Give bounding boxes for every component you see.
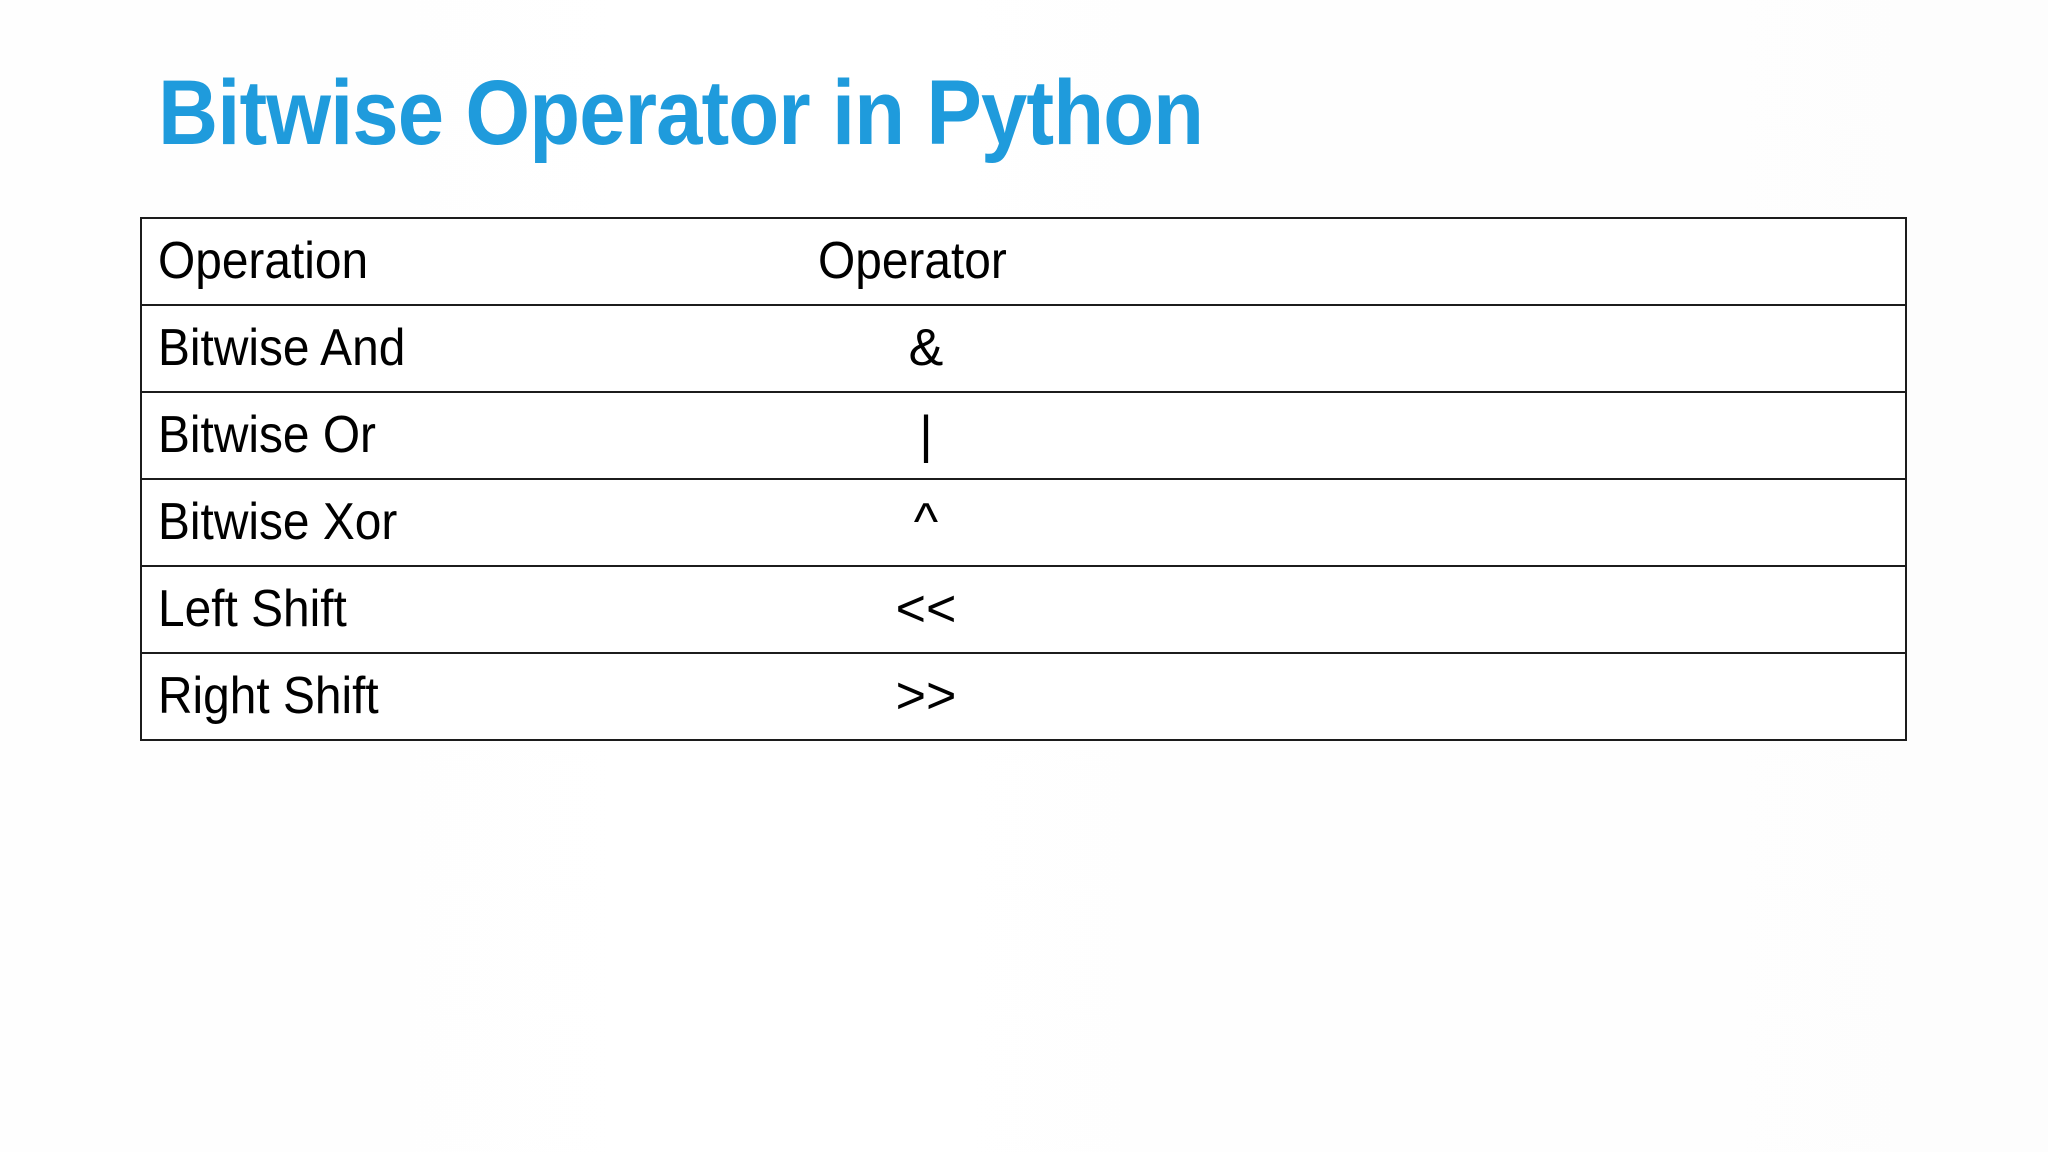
table-header-row: Operation Operator [142, 219, 1905, 304]
table-row: Bitwise Xor ^ [142, 478, 1905, 565]
header-operator: Operator [818, 232, 1007, 290]
operation-name: Bitwise And [158, 319, 406, 377]
header-operation: Operation [158, 232, 369, 290]
operator-symbol: >> [895, 667, 957, 725]
operators-table: Operation Operator Bitwise And & Bitwise… [140, 217, 1907, 741]
operator-symbol: & [908, 319, 944, 377]
operation-name: Right Shift [158, 667, 379, 725]
operation-name: Bitwise Or [158, 406, 376, 464]
table-row: Left Shift << [142, 565, 1905, 652]
table-row: Bitwise Or | [142, 391, 1905, 478]
operator-symbol: ^ [913, 493, 939, 551]
slide-title: Bitwise Operator in Python [158, 62, 1204, 164]
operator-symbol: | [919, 406, 933, 464]
table-row: Right Shift >> [142, 652, 1905, 739]
table-row: Bitwise And & [142, 304, 1905, 391]
operation-name: Bitwise Xor [158, 493, 398, 551]
operation-name: Left Shift [158, 580, 347, 638]
operator-symbol: << [895, 580, 957, 638]
